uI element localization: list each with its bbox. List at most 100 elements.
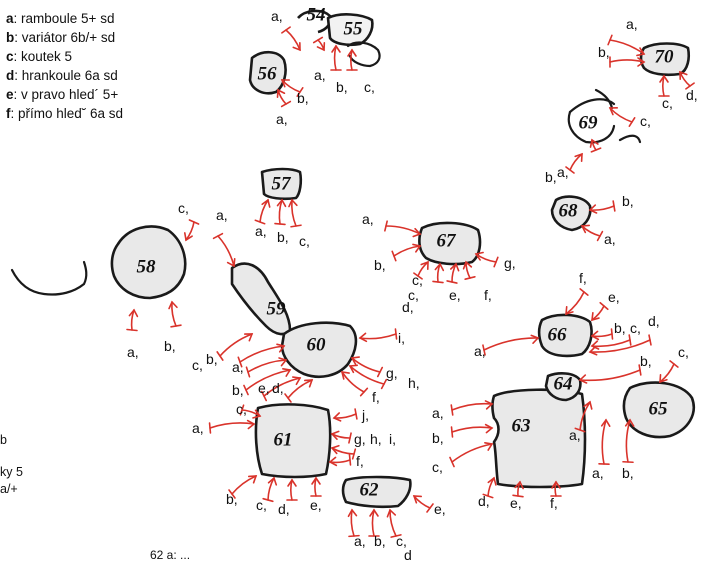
boulder-number: 60: [307, 334, 327, 355]
route-arrow: [247, 359, 287, 373]
route-arrowhead: [276, 198, 287, 208]
route-label: e,: [434, 501, 446, 517]
route-start-bar: [237, 356, 243, 368]
route-start-bar: [228, 489, 236, 499]
route-arrowhead: [449, 262, 460, 272]
route-label: b,: [432, 430, 444, 446]
route-label: e,: [449, 287, 461, 303]
route-arrow: [609, 59, 645, 63]
route-start-bar: [450, 404, 454, 416]
route-arrowhead: [278, 357, 288, 367]
route-start-bar: [432, 280, 444, 284]
route-start-bar: [296, 87, 304, 97]
route-arrowhead: [168, 300, 178, 310]
route-arrow: [333, 45, 337, 71]
route-arrowhead: [412, 495, 422, 504]
boulder-outlines: [10, 9, 695, 509]
boulder-number: 61: [274, 429, 293, 450]
route-label: c,: [678, 344, 689, 360]
route-arrow: [219, 333, 253, 357]
route-start-bar: [254, 219, 266, 225]
route-label: d: [404, 547, 412, 563]
route-label: i,: [389, 431, 396, 447]
route-start-bar: [260, 390, 268, 402]
route-label: a,: [592, 465, 604, 481]
route-arrowhead: [659, 74, 669, 83]
cutoff-line: a/+: [0, 482, 18, 496]
boulder-68: [550, 195, 592, 232]
route-arrow: [385, 225, 421, 235]
route-start-bar: [390, 534, 402, 538]
route-arrow: [341, 371, 365, 393]
route-arrowhead: [420, 260, 429, 271]
route-start-bar: [274, 222, 286, 226]
route-start-bar: [239, 404, 245, 416]
route-label: a,: [127, 344, 139, 360]
legend-key: b: [6, 30, 15, 45]
route-label: b,: [640, 353, 652, 369]
route-arrowhead: [386, 508, 397, 518]
route-arrow: [625, 419, 631, 463]
route-arrowhead: [330, 430, 340, 441]
route-arrowhead: [583, 400, 593, 410]
route-label: c,: [192, 357, 203, 373]
route-label: d,: [278, 501, 290, 517]
route-label: b,: [374, 257, 386, 273]
boulder-55-ridge: [346, 41, 381, 68]
route-label: i,: [398, 330, 405, 346]
route-labels: a, a, b, c, a, b, a, b, c, d, c, b, a, a…: [127, 8, 698, 563]
route-arrowhead: [588, 346, 598, 356]
route-arrowhead: [484, 400, 494, 410]
route-label: c,: [364, 79, 375, 95]
route-start-bar: [170, 324, 182, 328]
boulder-69-outline: [567, 110, 616, 144]
boulder-65: [622, 381, 695, 439]
route-arrowhead: [261, 198, 271, 208]
legend-text: : přímo hled˘ 6a sd: [10, 106, 124, 121]
route-arrow: [291, 199, 297, 227]
route-arrowhead: [246, 419, 256, 430]
route-arrow: [451, 443, 493, 463]
route-arrow: [565, 291, 585, 315]
route-arrowhead: [600, 418, 611, 427]
route-label: a,: [216, 207, 228, 223]
route-start-bar: [413, 272, 423, 280]
legend-text: : ramboule 5+ sd: [13, 11, 115, 26]
route-arrow: [483, 337, 539, 351]
route-arrow: [589, 339, 651, 353]
route-start-bar: [464, 275, 476, 281]
route-label: a,: [557, 164, 569, 180]
cutoff-line: b: [0, 433, 7, 447]
route-start-bar: [391, 250, 397, 262]
route-arrowhead: [304, 379, 314, 388]
route-arrowhead: [574, 152, 583, 162]
route-start-bar: [376, 366, 384, 378]
route-arrowhead: [412, 227, 422, 238]
route-start-bar: [512, 494, 524, 498]
route-label: b,: [277, 229, 289, 245]
boulder-58-edge: [10, 260, 88, 296]
route-start-bar: [596, 230, 604, 242]
route-label: b,: [598, 44, 610, 60]
route-arrowhead: [183, 232, 193, 242]
route-start-bar: [280, 100, 292, 108]
route-arrowhead: [276, 343, 286, 353]
route-arrow: [231, 475, 257, 495]
route-label: e,: [510, 495, 522, 511]
route-arrowhead: [434, 262, 445, 272]
route-start-bar: [351, 448, 357, 460]
route-start-bar: [628, 116, 636, 128]
route-arrowhead: [637, 57, 646, 67]
boulder-number: 68: [559, 200, 579, 221]
route-start-bar: [290, 224, 302, 228]
route-arrow: [209, 422, 255, 429]
route-label: a,: [255, 223, 267, 239]
route-arrowhead: [530, 334, 540, 345]
route-arrowhead: [226, 258, 236, 268]
route-start-bar: [493, 256, 499, 268]
route-label: j,: [361, 407, 369, 423]
route-start-bar: [359, 387, 369, 397]
route-arrowhead: [252, 409, 262, 419]
route-arrow: [349, 365, 385, 385]
